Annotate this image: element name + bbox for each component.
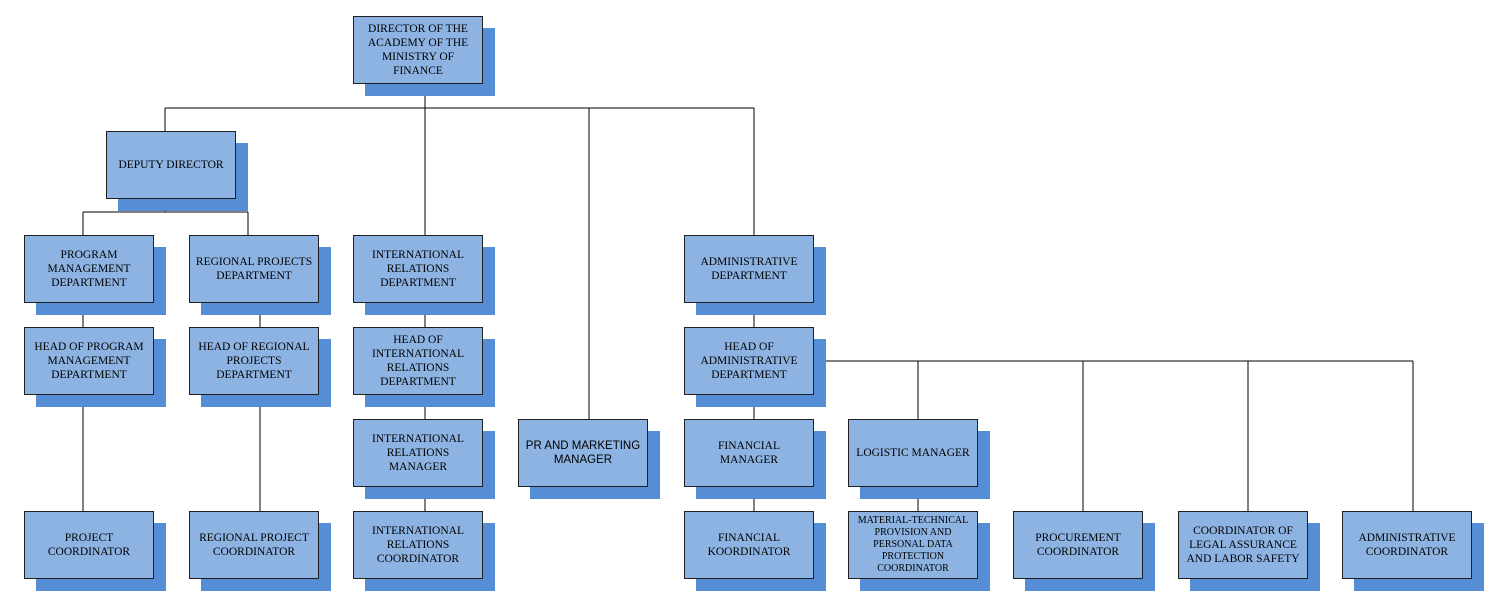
node-label: LOGISTIC MANAGER — [856, 447, 970, 459]
node-label: HEAD OF REGIONAL PROJECTS DEPARTMENT — [198, 341, 310, 381]
node-deputy-director[interactable]: DEPUTY DIRECTOR — [106, 131, 236, 199]
node-label: MATERIAL-TECHNICAL PROVISION AND PERSONA… — [857, 515, 969, 574]
node-label: PROJECT COORDINATOR — [47, 532, 131, 558]
node-international-relations-manager[interactable]: INTERNATIONAL RELATIONS MANAGER — [353, 419, 483, 487]
node-label: REGIONAL PROJECTS DEPARTMENT — [195, 256, 313, 282]
node-label: REGIONAL PROJECT COORDINATOR — [199, 532, 309, 558]
node-administrative-coordinator[interactable]: ADMINISTRATIVE COORDINATOR — [1342, 511, 1472, 579]
node-project-coordinator[interactable]: PROJECT COORDINATOR — [24, 511, 154, 579]
node-label: COORDINATOR OF LEGAL ASSURANCE AND LABOR… — [1186, 525, 1300, 565]
node-label: PROGRAM MANAGEMENT DEPARTMENT — [47, 249, 131, 289]
node-head-program-management[interactable]: HEAD OF PROGRAM MANAGEMENT DEPARTMENT — [24, 327, 154, 395]
node-label: HEAD OF PROGRAM MANAGEMENT DEPARTMENT — [34, 341, 144, 381]
node-logistic-manager[interactable]: LOGISTIC MANAGER — [848, 419, 978, 487]
node-program-management-department[interactable]: PROGRAM MANAGEMENT DEPARTMENT — [24, 235, 154, 303]
node-label: ADMINISTRATIVE DEPARTMENT — [700, 256, 798, 282]
node-material-technical-coordinator[interactable]: MATERIAL-TECHNICAL PROVISION AND PERSONA… — [848, 511, 978, 579]
node-pr-marketing-manager[interactable]: PR AND MARKETING MANAGER — [518, 419, 648, 487]
node-label: PROCUREMENT COORDINATOR — [1035, 532, 1121, 558]
node-label: HEAD OF INTERNATIONAL RELATIONS DEPARTME… — [372, 334, 464, 388]
node-label: FINANCIAL KOORDINATOR — [707, 532, 791, 558]
node-financial-manager[interactable]: FINANCIAL MANAGER — [684, 419, 814, 487]
node-label: FINANCIAL MANAGER — [718, 440, 780, 466]
node-label: HEAD OF ADMINISTRATIVE DEPARTMENT — [700, 341, 798, 381]
node-head-administrative[interactable]: HEAD OF ADMINISTRATIVE DEPARTMENT — [684, 327, 814, 395]
node-international-relations-department[interactable]: INTERNATIONAL RELATIONS DEPARTMENT — [353, 235, 483, 303]
node-label: PR AND MARKETING MANAGER — [525, 440, 641, 466]
node-regional-projects-department[interactable]: REGIONAL PROJECTS DEPARTMENT — [189, 235, 319, 303]
node-label: DEPUTY DIRECTOR — [118, 159, 224, 171]
node-label: INTERNATIONAL RELATIONS MANAGER — [372, 433, 464, 473]
node-head-regional-projects[interactable]: HEAD OF REGIONAL PROJECTS DEPARTMENT — [189, 327, 319, 395]
node-head-international-relations[interactable]: HEAD OF INTERNATIONAL RELATIONS DEPARTME… — [353, 327, 483, 395]
node-procurement-coordinator[interactable]: PROCUREMENT COORDINATOR — [1013, 511, 1143, 579]
node-regional-project-coordinator[interactable]: REGIONAL PROJECT COORDINATOR — [189, 511, 319, 579]
node-financial-koordinator[interactable]: FINANCIAL KOORDINATOR — [684, 511, 814, 579]
node-director[interactable]: DIRECTOR OF THE ACADEMY OF THE MINISTRY … — [353, 16, 483, 84]
node-label: ADMINISTRATIVE COORDINATOR — [1358, 532, 1456, 558]
node-administrative-department[interactable]: ADMINISTRATIVE DEPARTMENT — [684, 235, 814, 303]
node-label: INTERNATIONAL RELATIONS COORDINATOR — [372, 525, 464, 565]
node-international-relations-coordinator[interactable]: INTERNATIONAL RELATIONS COORDINATOR — [353, 511, 483, 579]
node-label: DIRECTOR OF THE ACADEMY OF THE MINISTRY … — [367, 23, 469, 77]
node-legal-labor-safety-coordinator[interactable]: COORDINATOR OF LEGAL ASSURANCE AND LABOR… — [1178, 511, 1308, 579]
node-label: INTERNATIONAL RELATIONS DEPARTMENT — [372, 249, 464, 289]
